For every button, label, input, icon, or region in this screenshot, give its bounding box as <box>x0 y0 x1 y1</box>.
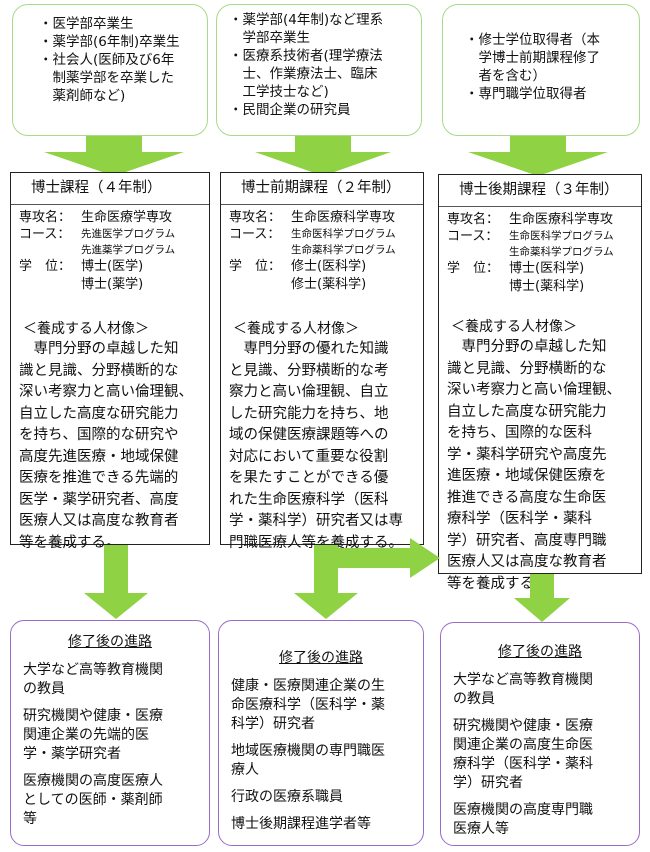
down-arrow-icon <box>514 574 570 622</box>
down-arrow-icon <box>84 545 148 619</box>
down-arrow-icon <box>468 136 608 176</box>
major-value: 生命医療科学専攻 <box>509 212 614 227</box>
talent-heading: ＜養成する人材像＞ <box>233 321 359 337</box>
down-arrow-icon <box>255 136 391 176</box>
outcome-item: 大学など高等教育機関 の教員 <box>23 662 163 697</box>
talent-description: 専門分野の卓越した知 識と見識、分野横断的な 深い考察力と高い倫理観、 自立した… <box>19 341 193 551</box>
outcome-box-1: 修了後の進路 大学など高等教育機関 の教員 研究機関や健康・医療 関連企業の先端… <box>10 620 210 846</box>
entry-box-3: ・修士学位取得者（本 学博士前期課程修了 者を含む） ・専門職学位取得者 <box>442 4 640 136</box>
course-label: コース： <box>19 227 71 242</box>
program-master-2yr: 博士前期課程（２年制） 専攻名：生命医療科学専攻 コース：生命医科学プログラム … <box>220 172 424 551</box>
outcome-item: 医療機関の高度医療人 としての医師・薬剤師 等 <box>23 773 163 827</box>
major-label: 専攻名： <box>19 210 72 225</box>
entry-box-2: ・薬学部(4年制)など理系 学部卒業生 ・医療系技術者(理学療法 士、作業療法士… <box>216 4 422 136</box>
outcome-item: 行政の医療系職員 <box>231 789 343 805</box>
degree-value: 博士(医学) <box>81 259 144 274</box>
degree-value: 博士(薬科学) <box>509 279 585 294</box>
program-title: 博士前期課程（２年制） <box>221 173 423 205</box>
program-title: 博士後期課程（３年制） <box>439 175 641 207</box>
major-label: 専攻名： <box>229 210 282 225</box>
talent-description: 専門分野の優れた知識 と見識、分野横断的な考 察力と高い倫理観、自立 した研究能… <box>229 341 403 551</box>
course-value: 先進医学プログラム <box>81 228 176 240</box>
outcome-title: 修了後の進路 <box>279 650 363 666</box>
degree-label: 学 位： <box>19 259 72 274</box>
outcome-box-2: 修了後の進路 健康・医療関連企業の生 命医療科学（医科学・薬 科学）研究者 地域… <box>218 620 424 846</box>
outcome-item: 研究機関や健康・医療 関連企業の先端的医 学・薬学研究者 <box>23 708 163 762</box>
entry-item: ・医療系技術者(理学療法 士、作業療法士、臨床 工学技士など) <box>229 48 383 100</box>
talent-heading: ＜養成する人材像＞ <box>23 321 149 337</box>
course-value: 生命薬科学プログラム <box>509 246 614 258</box>
course-value: 生命医科学プログラム <box>509 230 614 242</box>
entry-item: ・医学部卒業生 <box>39 16 134 32</box>
entry-item: ・薬学部(6年制)卒業生 <box>39 34 180 50</box>
outcome-item: 博士後期課程進学者等 <box>231 816 371 832</box>
entry-item: ・薬学部(4年制)など理系 学部卒業生 <box>229 12 384 46</box>
course-value: 生命医科学プログラム <box>291 228 396 240</box>
outcome-item: 健康・医療関連企業の生 命医療科学（医科学・薬 科学）研究者 <box>231 678 385 732</box>
entry-item: ・民間企業の研究員 <box>229 102 351 118</box>
course-label: コース： <box>229 227 281 242</box>
course-label: コース： <box>447 229 499 244</box>
degree-value: 修士(医科学) <box>291 259 367 274</box>
outcome-item: 医療機関の高度専門職 医療人等 <box>453 802 593 837</box>
course-value: 先進薬学プログラム <box>81 244 176 256</box>
entry-item: ・修士学位取得者（本 学博士前期課程修了 者を含む） <box>465 32 600 84</box>
major-label: 専攻名： <box>447 212 500 227</box>
outcome-title: 修了後の進路 <box>498 644 582 660</box>
entry-box-1: ・医学部卒業生 ・薬学部(6年制)卒業生 ・社会人(医師及び6年 制薬学部を卒業… <box>12 4 208 136</box>
talent-heading: ＜養成する人材像＞ <box>451 319 577 335</box>
down-arrow-icon <box>44 136 184 176</box>
degree-label: 学 位： <box>229 259 282 274</box>
entry-item: ・専門職学位取得者 <box>465 86 587 102</box>
outcome-title: 修了後の進路 <box>68 634 152 650</box>
degree-label: 学 位： <box>447 261 500 276</box>
outcome-box-3: 修了後の進路 大学など高等教育機関 の教員 研究機関や健康・医療 関連企業の高度… <box>440 622 640 846</box>
outcome-item: 地域医療機関の専門職医 療人 <box>231 743 385 778</box>
program-doctoral-4yr: 博士課程（４年制） 専攻名： 生命医療学専攻 コース： 先進医学プログラム 先進薬学… <box>10 172 210 551</box>
talent-description: 専門分野の卓越した知 識と見識、分野横断的な 深い考察力と高い倫理観、 自立した… <box>447 339 621 592</box>
outcome-item: 大学など高等教育機関 の教員 <box>453 672 593 707</box>
degree-value: 修士(薬科学) <box>291 277 367 292</box>
degree-value: 博士(薬学) <box>81 277 144 292</box>
course-value: 生命薬科学プログラム <box>291 244 396 256</box>
entry-item: ・社会人(医師及び6年 制薬学部を卒業した 薬剤師など) <box>39 52 175 104</box>
outcome-item: 研究機関や健康・医療 関連企業の高度生命医 療科学（医科学・薬科 学）研究者 <box>453 718 593 791</box>
major-value: 生命医療科学専攻 <box>291 210 396 225</box>
major-value: 生命医療学専攻 <box>81 210 173 225</box>
right-arrow-icon <box>326 538 442 582</box>
program-title: 博士課程（４年制） <box>11 173 209 205</box>
program-doctoral-3yr: 博士後期課程（３年制） 専攻名：生命医療科学専攻 コース：生命医科学プログラム … <box>438 174 642 592</box>
degree-value: 博士(医科学) <box>509 261 585 276</box>
